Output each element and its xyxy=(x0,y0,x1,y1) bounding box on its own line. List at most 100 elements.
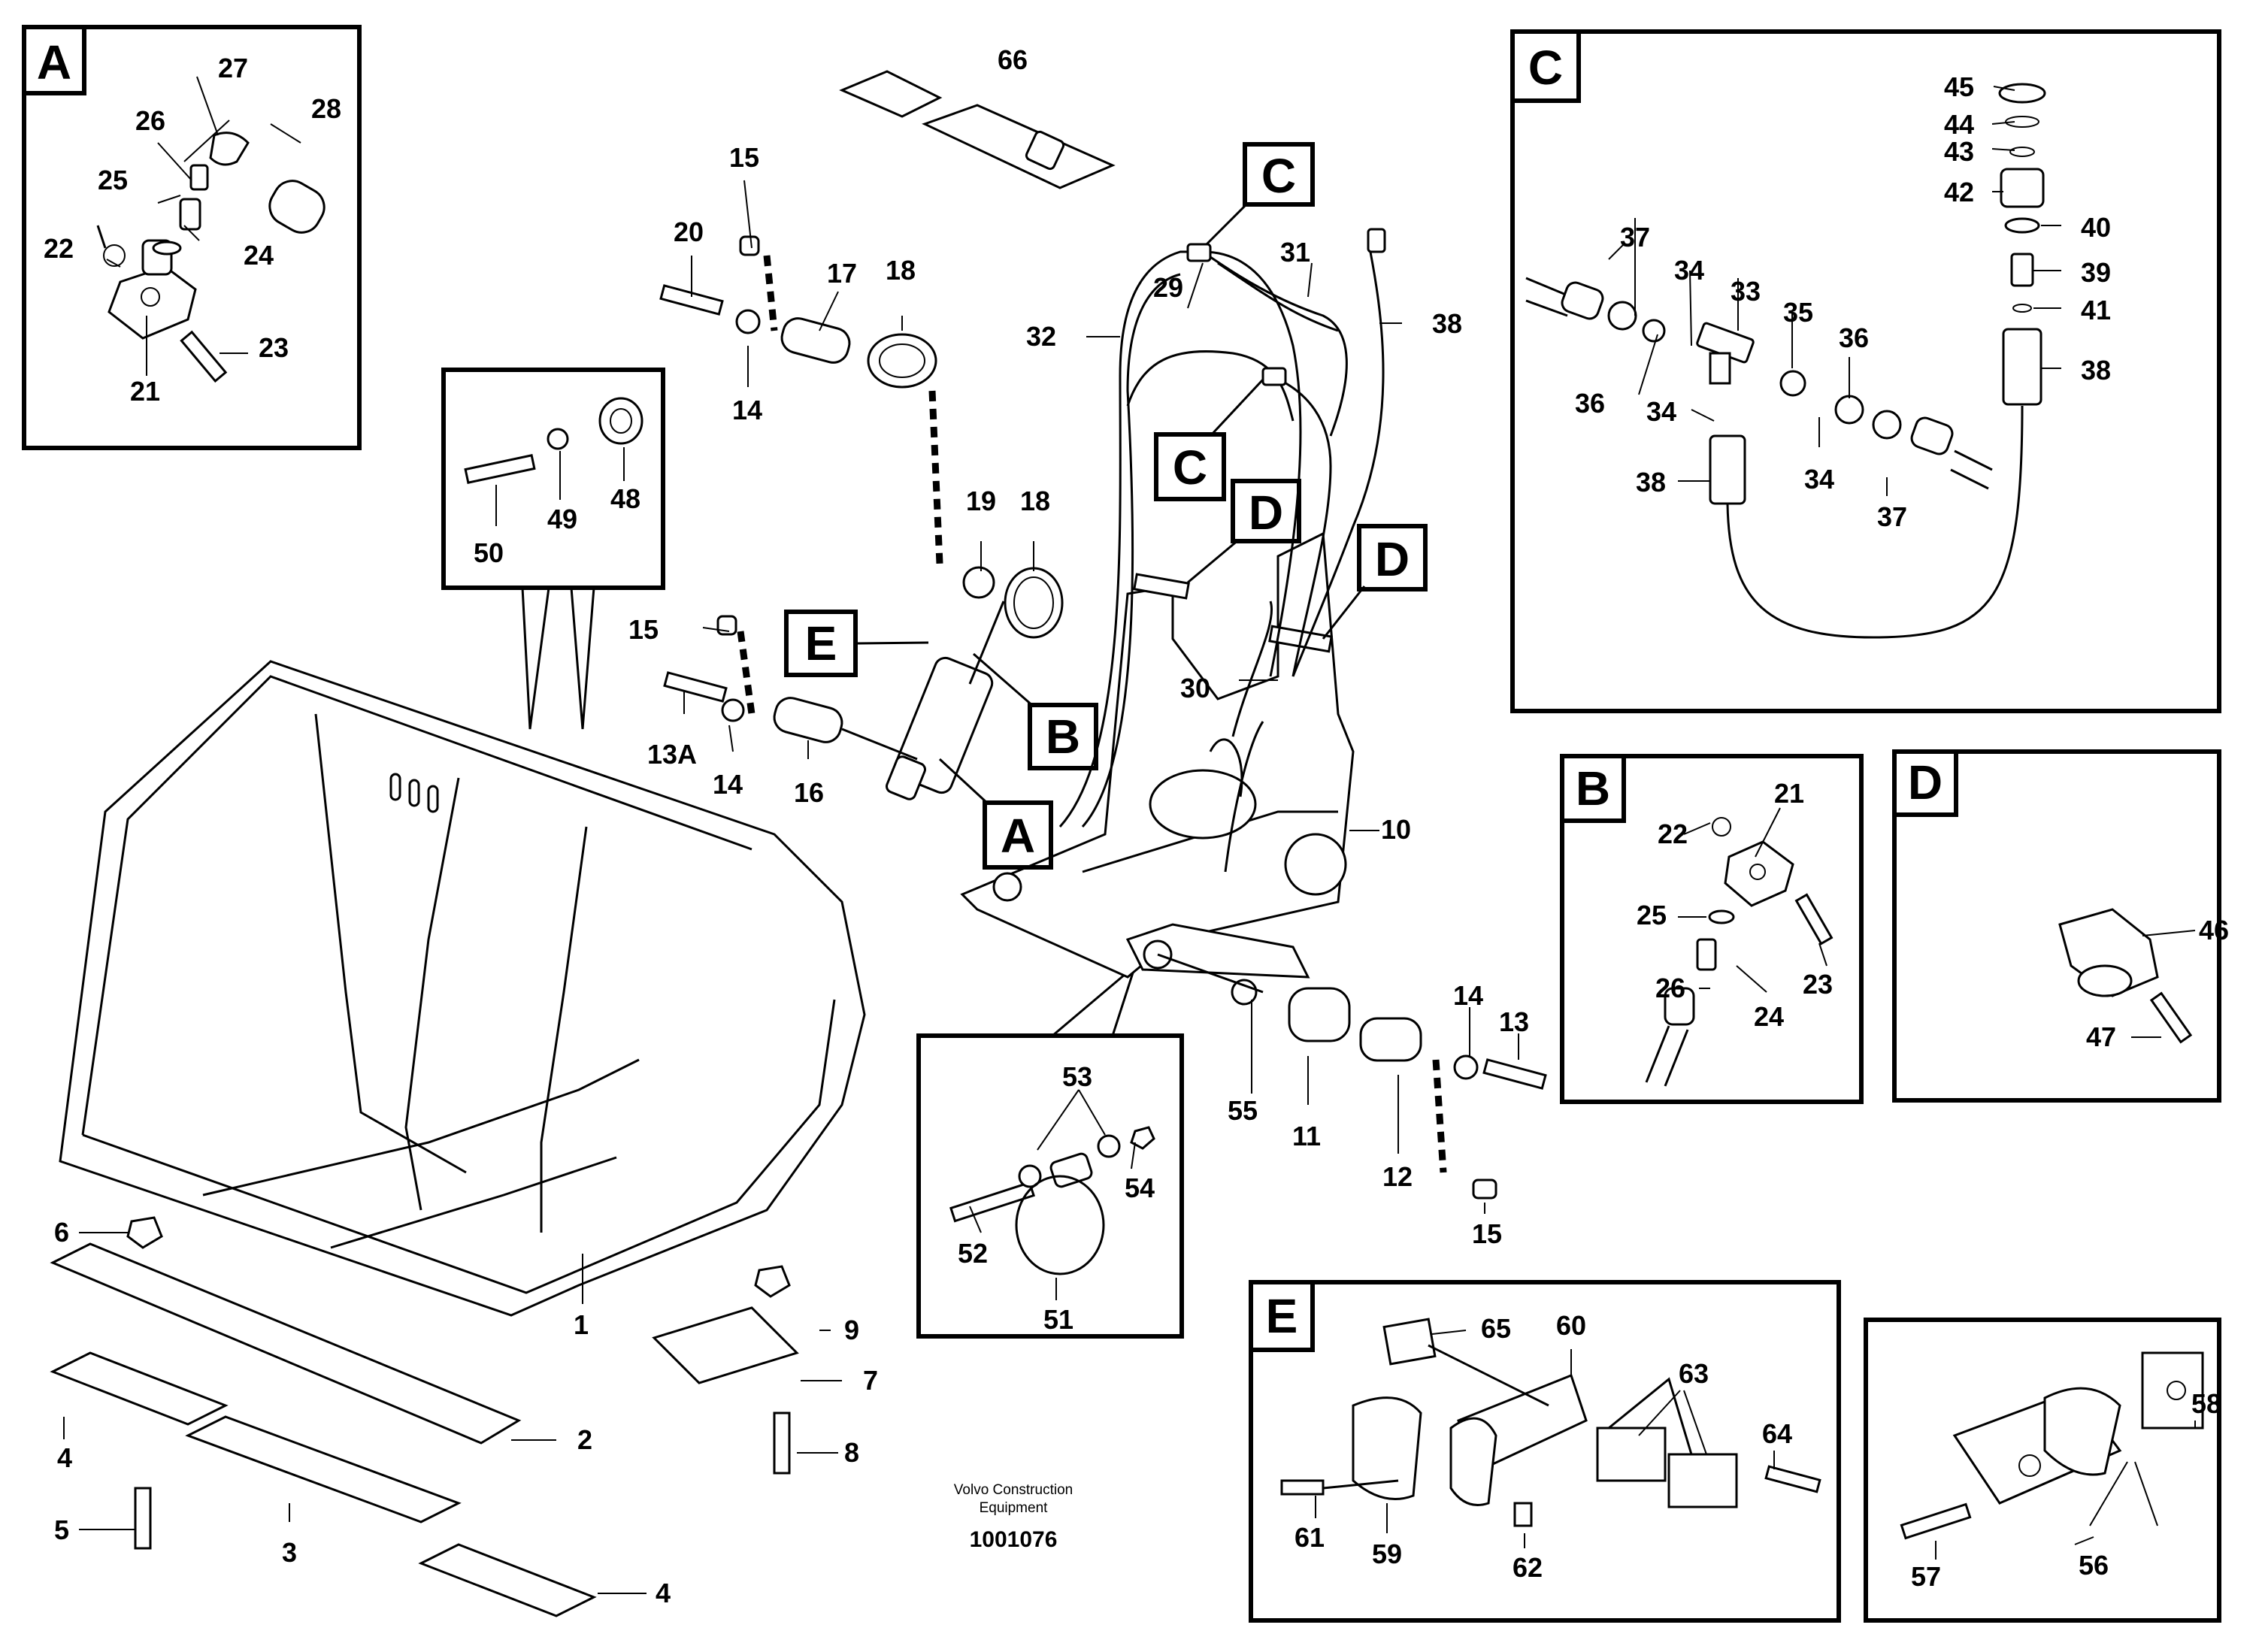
detail-label-b: B xyxy=(1576,761,1610,815)
part-label: 15 xyxy=(628,614,659,645)
part-label: 34 xyxy=(1646,396,1676,427)
part-label: 18 xyxy=(886,255,916,286)
part-label: 2 xyxy=(577,1424,592,1455)
part-label: 21 xyxy=(1774,778,1804,809)
callout-c-upper: C xyxy=(1261,149,1296,203)
callout-d-left: D xyxy=(1249,486,1283,540)
part-label: 9 xyxy=(844,1315,859,1345)
part-label: 14 xyxy=(732,395,762,425)
part-label: 33 xyxy=(1731,276,1761,307)
main-callouts: C C D D E B A xyxy=(784,142,1428,870)
manufacturer-line-2: Equipment xyxy=(980,1500,1049,1516)
part-label: 5 xyxy=(54,1514,69,1545)
part-label: 49 xyxy=(547,504,577,534)
drawing-number: 1001076 xyxy=(970,1527,1058,1552)
part-label: 45 xyxy=(1944,71,1974,102)
part-label: 34 xyxy=(1804,464,1834,495)
manufacturer-line-1: Volvo Construction xyxy=(954,1482,1073,1498)
part-label: 59 xyxy=(1372,1539,1402,1569)
part-label: 64 xyxy=(1762,1418,1792,1449)
part-label: 13A xyxy=(647,739,697,770)
part-label: 13 xyxy=(1499,1006,1529,1037)
part-label: 10 xyxy=(1381,814,1411,845)
part-label: 50 xyxy=(474,537,504,568)
part-label: 19 xyxy=(966,486,996,516)
part-label: 28 xyxy=(311,93,341,124)
part-label: 55 xyxy=(1228,1095,1258,1126)
part-label: 34 xyxy=(1674,255,1704,286)
part-label: 38 xyxy=(1636,467,1666,498)
part-label: 37 xyxy=(1620,222,1650,253)
part-label: 4 xyxy=(656,1578,671,1608)
cutting-edges xyxy=(50,1216,799,1617)
part-label: 54 xyxy=(1125,1172,1155,1203)
cylinder-assembly xyxy=(659,235,1547,1200)
detail-label-d: D xyxy=(1908,755,1943,809)
detail-label-a: A xyxy=(37,35,71,89)
part-label: 22 xyxy=(1658,818,1688,849)
part-label: 66 xyxy=(998,44,1028,75)
part-label: 53 xyxy=(1062,1061,1092,1092)
callout-a: A xyxy=(1001,809,1035,863)
part-label: 16 xyxy=(794,777,824,808)
part-label: 44 xyxy=(1944,109,1974,140)
part-label: 47 xyxy=(2086,1021,2116,1052)
part-label: 4 xyxy=(57,1442,72,1473)
part-label: 24 xyxy=(244,240,274,271)
part-label: 6 xyxy=(54,1217,69,1248)
part-label: 26 xyxy=(1655,973,1685,1003)
part-label: 58 xyxy=(2191,1388,2221,1419)
part-label: 21 xyxy=(130,376,160,407)
part-label: 35 xyxy=(1783,297,1813,328)
footer: Volvo Construction Equipment 1001076 xyxy=(954,1482,1073,1552)
part-label: 51 xyxy=(1043,1304,1073,1335)
leader-lines xyxy=(63,76,2196,1594)
part-label: 57 xyxy=(1911,1561,1941,1592)
part-label: 36 xyxy=(1575,388,1605,419)
part-label: 3 xyxy=(282,1537,297,1568)
detail-box-d: D xyxy=(1892,749,2221,1103)
part-label: 15 xyxy=(729,142,759,173)
detail-box-cap xyxy=(441,368,665,730)
part-label: 17 xyxy=(827,258,857,289)
part-label: 31 xyxy=(1280,237,1310,268)
part-label: 7 xyxy=(863,1365,878,1396)
part-label: 42 xyxy=(1944,177,1974,207)
part-label: 32 xyxy=(1026,321,1056,352)
part-label: 25 xyxy=(1637,900,1667,930)
quick-coupler xyxy=(960,531,1355,979)
part-label: 48 xyxy=(610,483,640,514)
part-label: 65 xyxy=(1481,1313,1511,1344)
part-label: 52 xyxy=(958,1238,988,1269)
part-label: 40 xyxy=(2081,212,2111,243)
part-label: 22 xyxy=(44,233,74,264)
callout-c-lower: C xyxy=(1173,440,1207,495)
part-label: 63 xyxy=(1679,1358,1709,1389)
part-label: 27 xyxy=(218,53,248,83)
detail-box-b: B xyxy=(1560,754,1864,1104)
part-label: 24 xyxy=(1754,1001,1784,1032)
part-label: 38 xyxy=(1432,308,1462,339)
callout-e: E xyxy=(805,616,837,670)
part-label: 23 xyxy=(259,332,289,363)
part-label: 20 xyxy=(674,216,704,247)
part-label: 62 xyxy=(1513,1552,1543,1583)
part-label: 43 xyxy=(1944,136,1974,167)
part-label: 25 xyxy=(98,165,128,195)
detail-label-e: E xyxy=(1266,1289,1298,1343)
part-label: 46 xyxy=(2199,915,2229,946)
part-label: 1 xyxy=(574,1309,589,1340)
detail-box-e: E xyxy=(1249,1280,1841,1623)
detail-label-c: C xyxy=(1528,41,1563,95)
part-labels: 27 28 26 25 22 24 23 21 50 49 48 66 15 2… xyxy=(44,44,2229,1608)
part-label: 18 xyxy=(1020,486,1050,516)
part-label: 29 xyxy=(1153,272,1183,303)
detail-box-clamp xyxy=(1864,1318,2221,1623)
detail-box-c: C xyxy=(1510,29,2221,713)
callout-d-right: D xyxy=(1375,532,1410,586)
tool-case xyxy=(839,70,1116,189)
part-label: 14 xyxy=(713,769,743,800)
part-label: 11 xyxy=(1292,1121,1321,1151)
part-label: 23 xyxy=(1803,969,1833,1000)
